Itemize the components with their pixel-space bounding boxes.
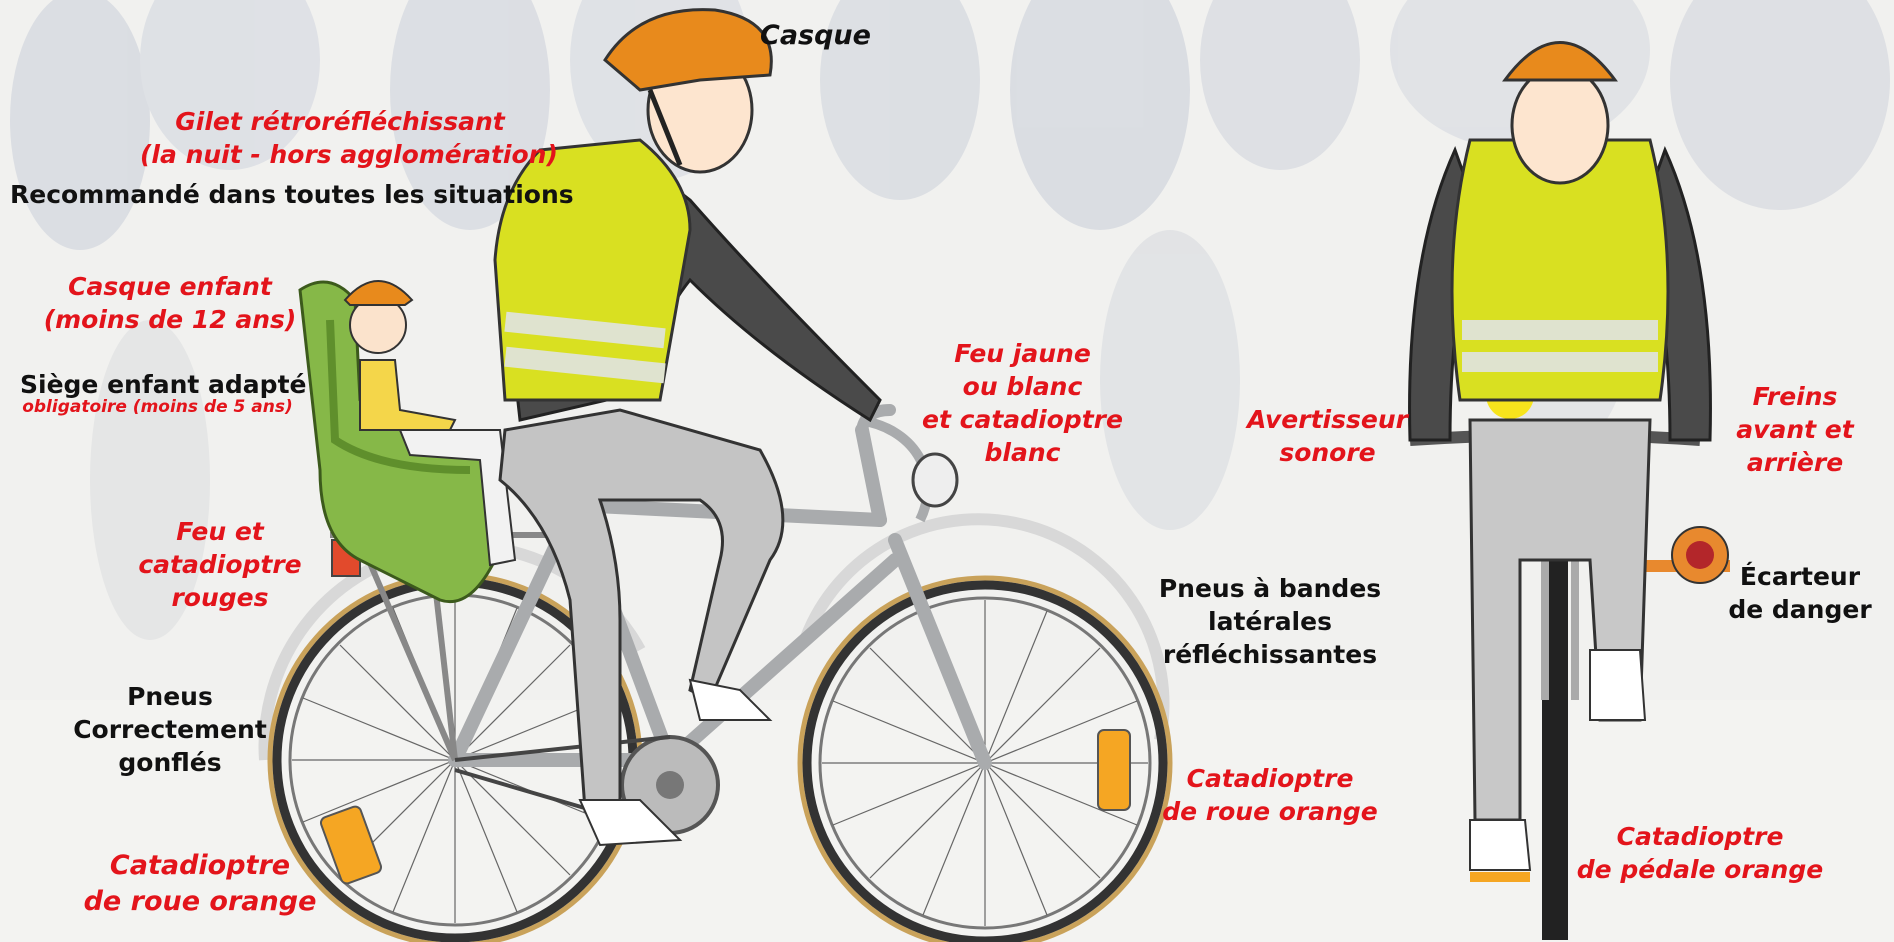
label-casque-enfant: Casque enfant (moins de 12 ans) [40,270,300,336]
label-pneus-bandes: Pneus à bandes latérales réfléchissantes [1155,572,1385,671]
label-pneus: Pneus Correctement gonflés [60,680,280,779]
label-catadioptre-roue-left-line2: de roue orange [70,884,330,920]
label-catadioptre-roue-right: Catadioptre de roue orange [1155,762,1385,828]
label-siege-note: obligatoire (moins de 5 ans) [20,396,295,418]
label-freins-line3: arrière [1730,446,1860,479]
label-catadioptre-roue-left: Catadioptre de roue orange [70,848,330,919]
label-feu-rouge: Feu et catadioptre rouges [120,515,320,614]
label-pneus-line1: Pneus [60,680,280,713]
label-recommande: Recommandé dans toutes les situations [10,178,574,211]
label-avertisseur-line2: sonore [1245,436,1410,469]
label-casque-enfant-line2: (moins de 12 ans) [40,303,300,336]
label-feu-jaune-line3: et catadioptre [915,403,1130,436]
front-view-cyclist [1410,43,1730,941]
label-feu-rouge-line2: catadioptre [120,548,320,581]
label-feu-rouge-line1: Feu et [120,515,320,548]
label-feu-jaune-line4: blanc [915,436,1130,469]
label-feu-jaune-line2: ou blanc [915,370,1130,403]
label-freins-line2: avant et [1730,413,1860,446]
label-feu-jaune-line1: Feu jaune [915,337,1130,370]
label-gilet-line2: (la nuit - hors agglomération) [140,138,540,171]
label-pneus-bandes-line1: Pneus à bandes [1155,572,1385,605]
helmet [605,10,771,90]
front-wheel-reflector [1098,730,1130,810]
label-feu-jaune: Feu jaune ou blanc et catadioptre blanc [915,337,1130,469]
label-ecarteur: Écarteur de danger [1725,560,1875,626]
label-ecarteur-line1: Écarteur [1725,560,1875,593]
label-casque: Casque [760,18,871,54]
label-pneus-bandes-line2: latérales [1155,605,1385,638]
label-avertisseur: Avertisseur sonore [1245,403,1410,469]
label-freins-line1: Freins [1730,380,1860,413]
label-pneus-bandes-line3: réfléchissantes [1155,638,1385,671]
label-pneus-line2: Correctement [60,713,280,746]
label-catadioptre-roue-left-line1: Catadioptre [70,848,330,884]
label-gilet-line1: Gilet rétroréfléchissant [140,105,540,138]
label-avertisseur-line1: Avertisseur [1245,403,1410,436]
label-gilet: Gilet rétroréfléchissant (la nuit - hors… [140,105,540,171]
child-helmet [345,281,412,305]
label-catadioptre-pedale-line1: Catadioptre [1570,820,1830,853]
front-helmet [1505,43,1615,81]
label-catadioptre-roue-right-line1: Catadioptre [1155,762,1385,795]
label-ecarteur-line2: de danger [1725,593,1875,626]
pedal-reflector [1470,872,1530,882]
label-catadioptre-pedale-line2: de pédale orange [1570,853,1830,886]
label-freins: Freins avant et arrière [1730,380,1860,479]
label-catadioptre-pedale: Catadioptre de pédale orange [1570,820,1830,886]
label-pneus-line3: gonflés [60,746,280,779]
label-catadioptre-roue-right-line2: de roue orange [1155,795,1385,828]
label-casque-enfant-line1: Casque enfant [40,270,300,303]
label-feu-rouge-line3: rouges [120,581,320,614]
